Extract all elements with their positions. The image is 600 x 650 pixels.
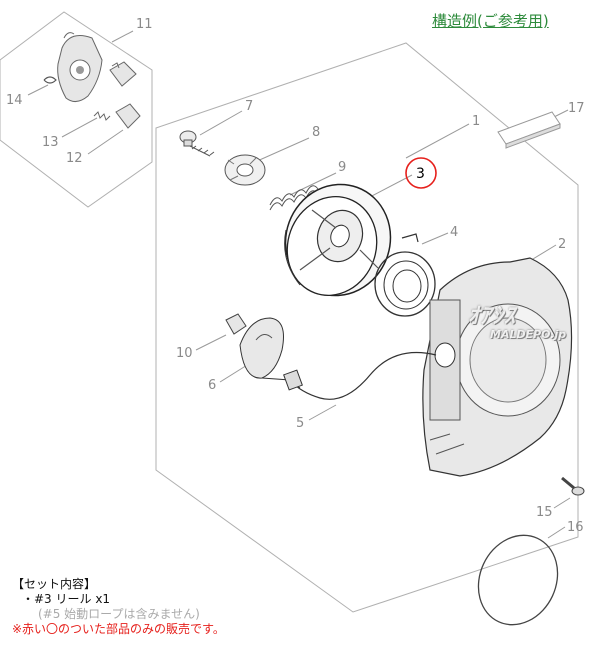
callout-6: 6 (208, 378, 216, 393)
part-14-clip-icon (43, 76, 57, 84)
callout-16: 16 (567, 520, 584, 535)
callout-11: 11 (136, 17, 153, 32)
part-3-reel-icon (284, 183, 392, 297)
callout-13: 13 (42, 135, 59, 150)
part-6-handle-icon (239, 317, 303, 391)
part-13-spring-icon (93, 111, 111, 121)
callout-numbers: 11 14 13 12 7 8 9 3 4 1 2 17 10 6 5 15 1… (6, 17, 585, 535)
set-contents: 【セット内容】 ・#3 リール x1 (#5 始動ロープは含みません) ※赤い〇… (12, 577, 225, 637)
callout-14: 14 (6, 93, 23, 108)
part-7-bolt-icon (179, 130, 215, 157)
callout-15: 15 (536, 505, 553, 520)
sub-panel-outline (0, 11, 153, 208)
diagram-title: 構造例(ご参考用) (432, 12, 549, 30)
part-4-recoil-spring-icon (374, 233, 436, 317)
watermark-logo: ｵｱｼｽ MALDEPO.jp (468, 298, 566, 341)
part-9-spring-icon (269, 185, 319, 211)
set-contents-warning: ※赤い〇のついた部品のみの販売です。 (12, 622, 225, 636)
callout-4: 4 (450, 225, 458, 240)
callout-8: 8 (312, 125, 320, 140)
callout-17: 17 (568, 101, 585, 116)
part-8-washer-icon (224, 154, 266, 186)
callout-5: 5 (296, 416, 304, 431)
part-12-pawl-icon (109, 61, 141, 129)
callout-10: 10 (176, 346, 193, 361)
watermark-main: ｵｱｼｽ (468, 304, 517, 329)
highlight-circle (405, 157, 437, 189)
set-contents-note: (#5 始動ロープは含みません) (38, 607, 200, 621)
part-5-rope-icon (289, 351, 437, 400)
part-2-starter-housing-icon (422, 257, 573, 477)
part-15-screw-icon (561, 476, 585, 496)
callout-7: 7 (245, 99, 253, 114)
main-panel-outline (155, 42, 579, 613)
set-contents-heading: 【セット内容】 (12, 577, 97, 591)
part-16-gasket-icon (477, 534, 559, 626)
callout-1: 1 (472, 114, 480, 129)
set-contents-item: ・#3 リール x1 (22, 592, 111, 606)
part-17-label-icon (497, 111, 561, 149)
part-10-nut-icon (225, 313, 247, 335)
callout-12: 12 (66, 151, 83, 166)
part-11-ratchet-icon (57, 32, 103, 102)
callout-9: 9 (338, 160, 346, 175)
callout-3: 3 (416, 166, 425, 182)
callout-2: 2 (558, 237, 566, 252)
watermark-sub: MALDEPO.jp (490, 328, 567, 341)
